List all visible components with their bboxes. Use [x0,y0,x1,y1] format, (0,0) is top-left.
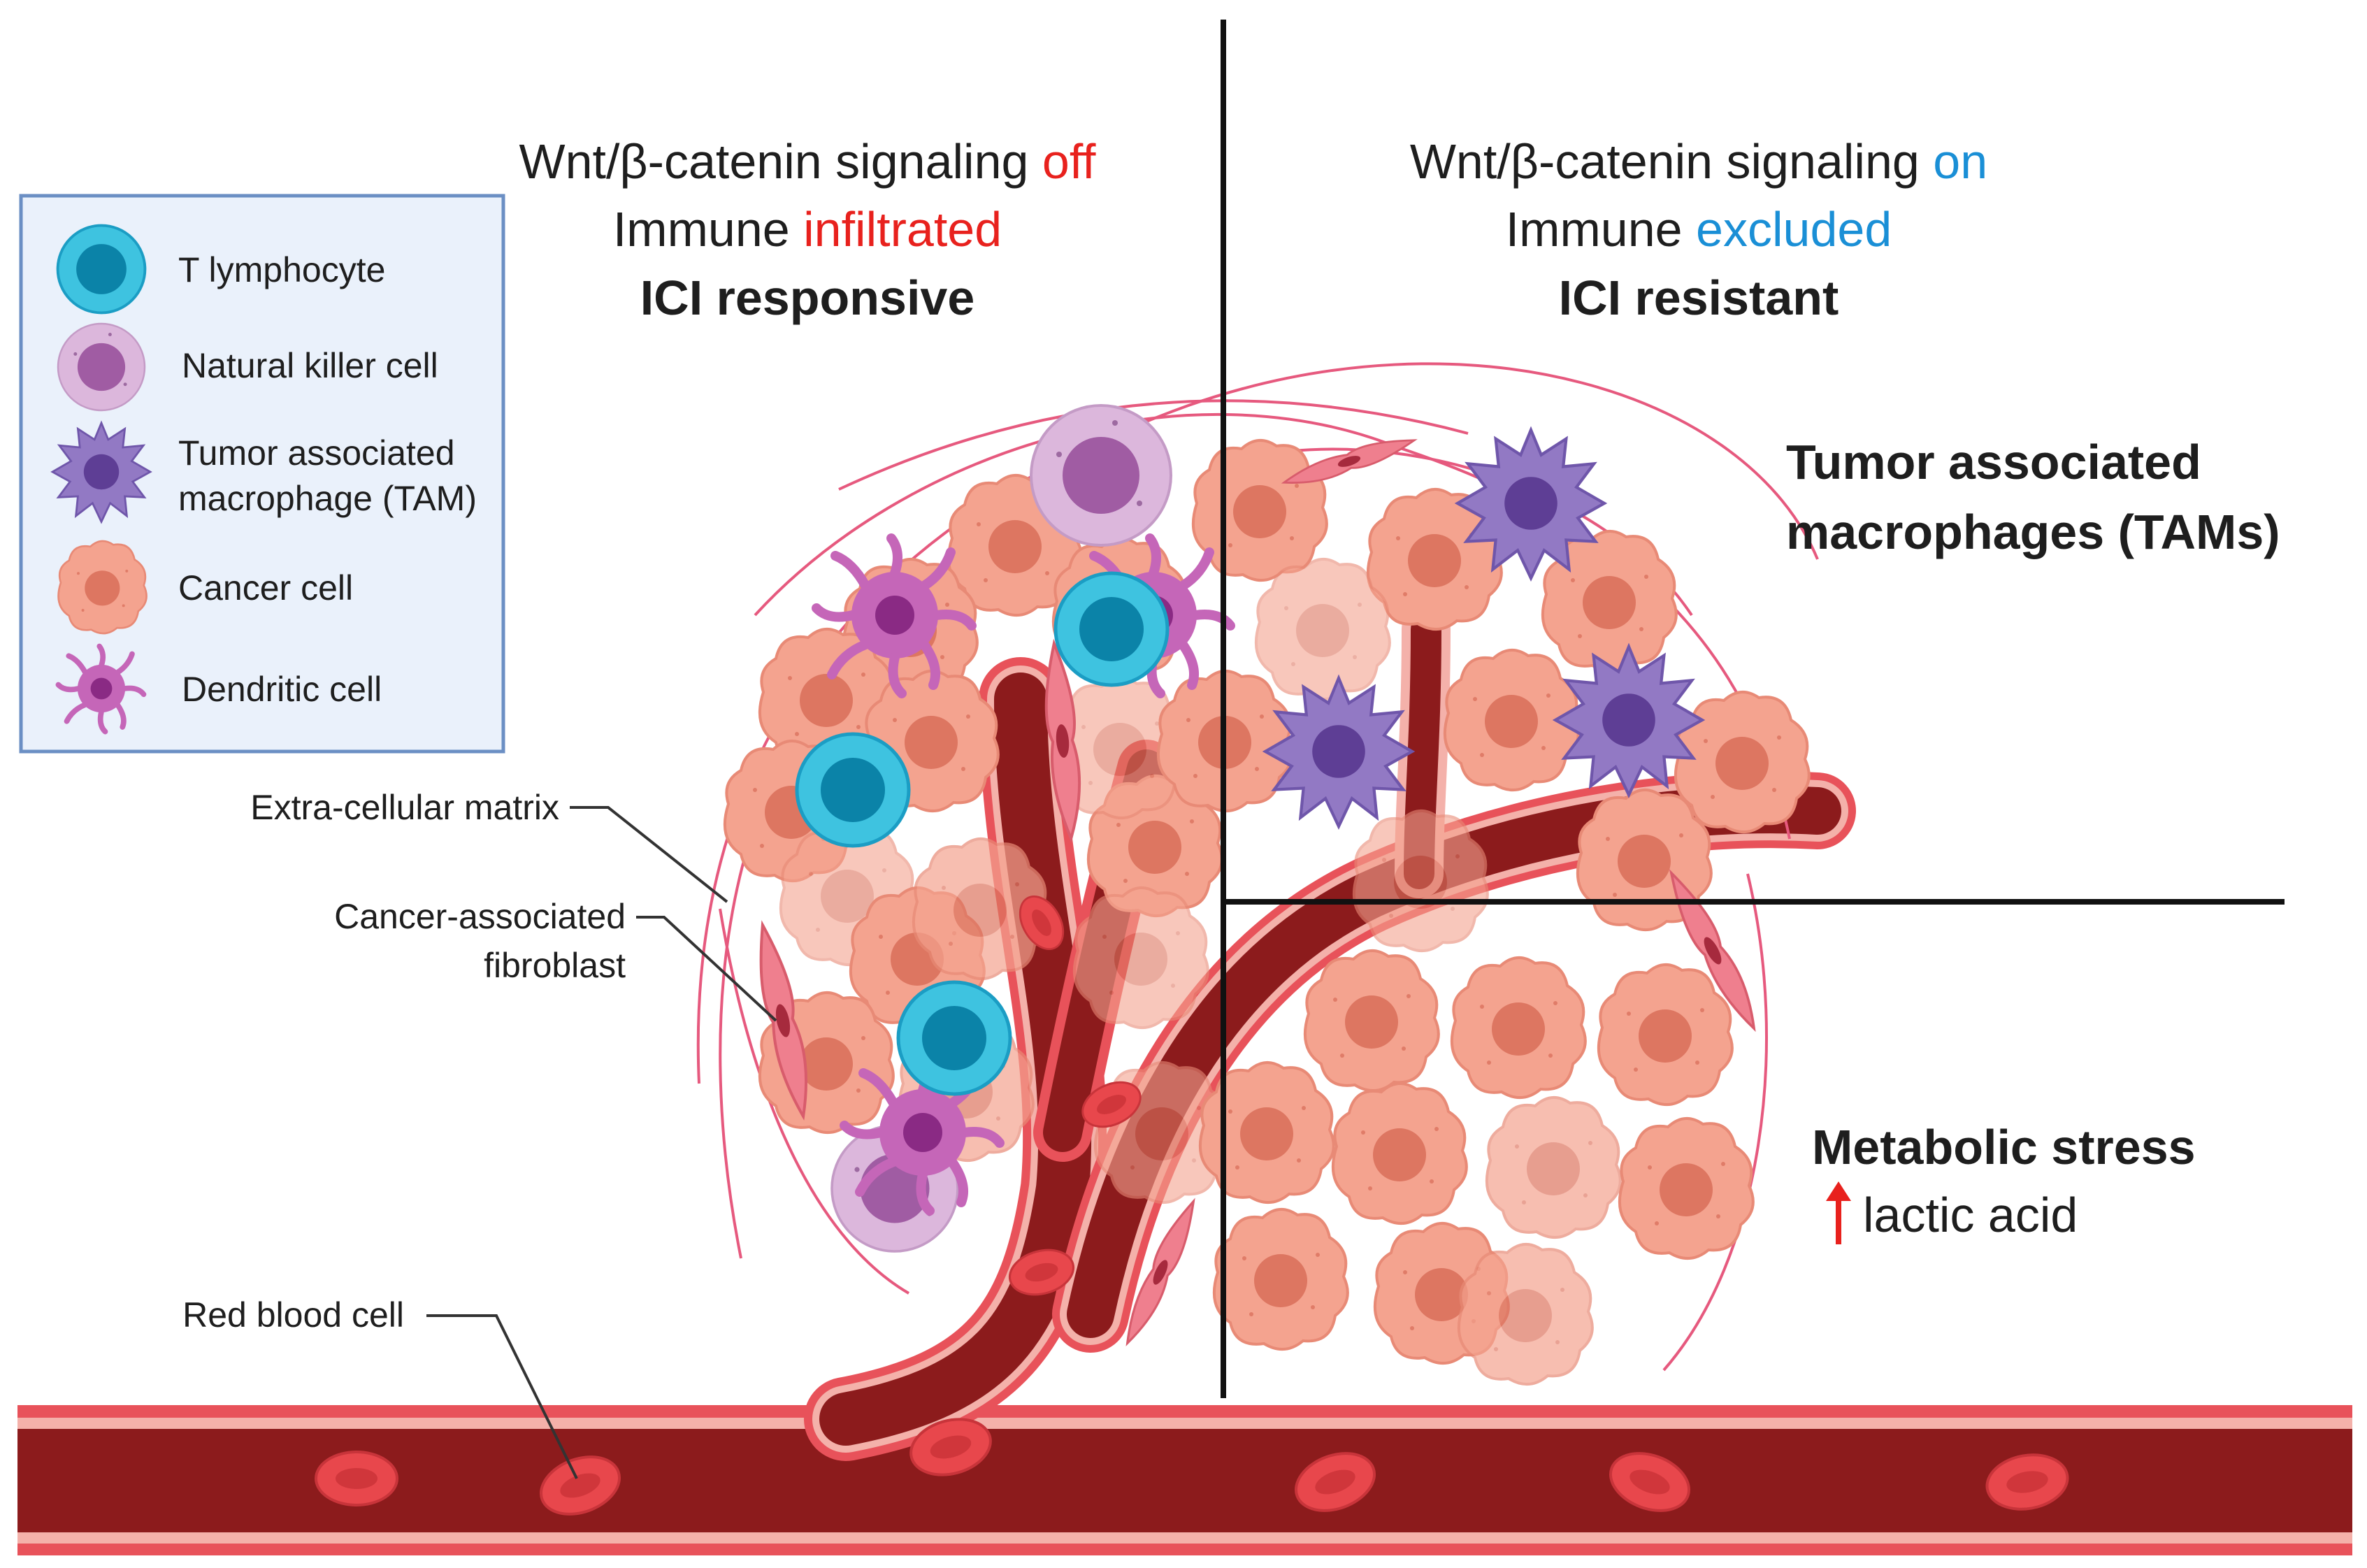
caf-label-line2: fibroblast [484,946,626,985]
cancer-cell [1597,963,1734,1107]
left-header-line2: Immune infiltrated [613,202,1002,257]
cancer-cell [1072,886,1209,1030]
red-blood-cell [315,1451,398,1506]
lactic-acid-label: lactic acid [1863,1188,2078,1242]
annotation-rbc: Red blood cell [182,1295,578,1479]
cancer-cell [1618,1116,1755,1260]
up-arrow-icon [1826,1181,1851,1244]
cancer-cell [1352,809,1489,953]
right-header-line3: ICI resistant [1559,271,1839,325]
t-cell [1056,573,1167,685]
cancer-cell [1485,1095,1622,1239]
cancer-cell [1674,690,1811,834]
legend: T lymphocyte Natural killer cell Tumor a… [19,194,505,754]
caf-label-line1: Cancer-associated [334,897,626,936]
cancer-cell [1191,438,1328,582]
nk-cell [1030,404,1172,547]
tams-label: Tumor associated macrophages (TAMs) [1786,435,2280,559]
annotation-caf: Cancer-associated fibroblast [334,897,777,1022]
left-header-line3: ICI responsive [640,271,975,325]
blood-vessel [17,1405,2352,1555]
cancer-cell [1254,557,1391,701]
nk-cell-icon [57,322,146,412]
t-lymphocyte-icon [56,224,147,315]
annotation-ecm: Extra-cellular matrix [250,788,728,903]
rbc-label: Red blood cell [182,1295,404,1335]
header-left: Wnt/β-catenin signaling off Immune infil… [519,134,1097,325]
cancer-cell [1457,1242,1594,1386]
legend-label-nk-cell: Natural killer cell [182,346,438,385]
t-cell [898,982,1010,1094]
left-header-line1: Wnt/β-catenin signaling off [519,134,1097,189]
header-right: Wnt/β-catenin signaling on Immune exclud… [1410,134,1987,325]
legend-label-cancer-cell: Cancer cell [178,568,353,607]
ecm-label: Extra-cellular matrix [250,788,559,827]
quadrant-axes [1221,20,2285,1398]
cancer-cell [1450,956,1587,1100]
metabolic-stress-label: Metabolic stress lactic acid [1812,1120,2196,1244]
cancer-cell [1212,1207,1349,1351]
t-cell [797,734,909,846]
metabolic-stress-title: Metabolic stress [1812,1120,2196,1174]
cancer-cell [1198,1060,1335,1204]
legend-label-tam-line1: Tumor associated [178,433,455,473]
cancer-cell-icon [57,540,148,635]
right-header-line1: Wnt/β-catenin signaling on [1410,134,1987,189]
tam [1265,678,1412,826]
legend-label-tam-line2: macrophage (TAM) [178,479,477,518]
cancer-cell [1331,1081,1468,1225]
tams-label-line1: Tumor associated [1786,435,2201,489]
tams-label-line2: macrophages (TAMs) [1786,505,2280,559]
legend-label-dendritic-cell: Dendritic cell [182,670,382,709]
cancer-cell [1303,949,1440,1093]
right-header-line2: Immune excluded [1506,202,1892,257]
legend-label-t-lymphocyte: T lymphocyte [178,250,385,289]
